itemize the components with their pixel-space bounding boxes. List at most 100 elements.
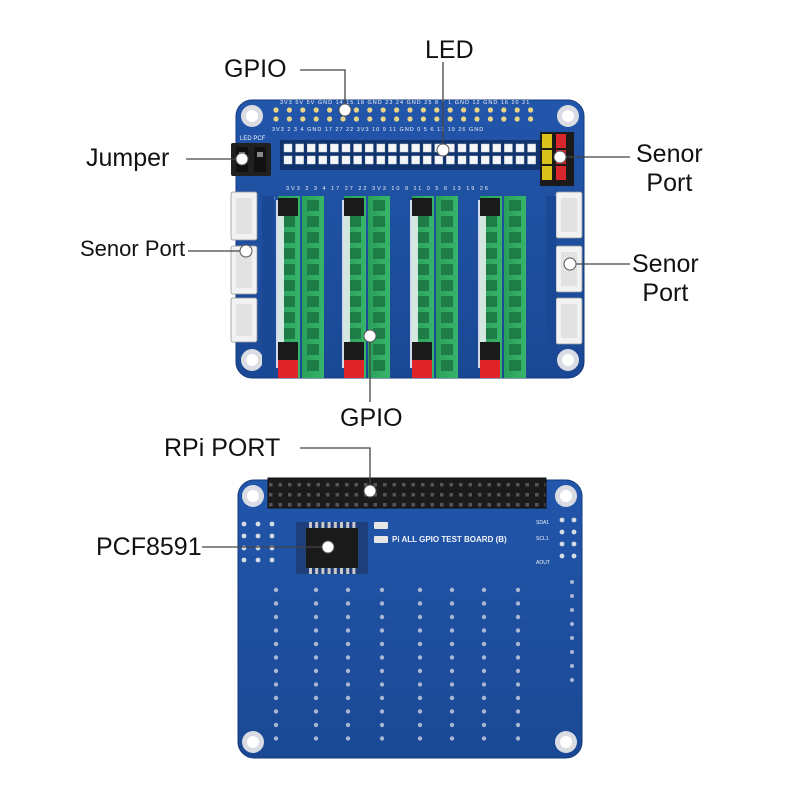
solder-pad (345, 614, 351, 620)
terminal-screw (417, 264, 429, 275)
led (399, 155, 409, 165)
bottom-board-pcb (237, 479, 583, 759)
gpio-hole (367, 107, 373, 113)
terminal-screw (417, 312, 429, 323)
solder-pad (417, 682, 423, 687)
solder-pad (313, 655, 319, 660)
led (527, 143, 536, 153)
terminal-screw (373, 296, 385, 307)
svg-text:SCL1: SCL1 (536, 536, 549, 542)
mounting-hole (555, 731, 577, 753)
callout-dot (235, 152, 249, 166)
gpio-hole (380, 116, 386, 122)
solder-pad (345, 709, 351, 714)
led (341, 155, 351, 165)
terminal-screw (373, 264, 385, 275)
terminal-screw (417, 232, 429, 243)
solder-pad (417, 668, 423, 674)
rpi-port-header[interactable] (267, 477, 547, 509)
terminal-screw (307, 360, 319, 371)
gpio-hole (420, 116, 426, 122)
led (504, 155, 513, 165)
gpio-hole (327, 116, 333, 122)
gpio-hole (407, 116, 413, 122)
led-row-labels: 3V3 2 3 4 17 27 22 3V3 10 9 11 0 5 6 13 … (286, 186, 490, 192)
solder-pad (449, 628, 455, 633)
led (446, 155, 455, 165)
terminal-screw (349, 232, 361, 243)
solder-pad (481, 614, 487, 620)
terminal-screw (441, 296, 453, 307)
gpio-hole (407, 107, 413, 113)
solder-pad (345, 736, 351, 741)
solder-pad (449, 655, 455, 660)
gpio-hole (286, 116, 292, 122)
solder-pad (449, 682, 455, 687)
gpio-hole (300, 107, 306, 113)
led (457, 143, 467, 153)
solder-pad (417, 709, 423, 714)
label-gpio-top: GPIO (224, 55, 287, 83)
solder-pad (481, 709, 487, 714)
led (504, 143, 513, 153)
solder-pad (273, 655, 279, 660)
gpio-hole (420, 107, 426, 113)
terminal-screw (441, 360, 453, 371)
solder-pad (515, 601, 521, 606)
terminal-screw (307, 232, 319, 243)
label-senor-port-left: Senor Port (80, 236, 186, 261)
led (353, 143, 362, 153)
solder-pad (273, 601, 279, 606)
solder-pad (345, 682, 351, 687)
gpio-hole (474, 107, 480, 113)
solder-pad (449, 601, 455, 606)
solder-pad (481, 736, 487, 741)
gpio-hole (273, 107, 279, 113)
solder-pad (313, 736, 319, 741)
mounting-hole (241, 105, 263, 127)
led (422, 143, 432, 153)
solder-pad (449, 722, 455, 728)
led (376, 143, 386, 153)
callout-line-rpi-port (300, 447, 371, 490)
gpio-hole (327, 107, 333, 113)
led (364, 143, 374, 153)
gpio-hole (528, 107, 534, 113)
gpio-hole (514, 116, 520, 122)
terminal-screw (417, 216, 429, 227)
solder-pad (273, 682, 279, 687)
solder-pad (379, 655, 385, 660)
solder-pad (417, 641, 423, 647)
label-senor-port-right-bottom: Senor Port (632, 250, 699, 308)
gpio-hole (353, 116, 359, 122)
solder-pad (379, 641, 385, 647)
terminal-screw (509, 360, 521, 371)
bottom-right-labels: SDA1 SCL1 AOUT (536, 520, 550, 566)
solder-pad (313, 641, 319, 647)
gpio-hole (273, 116, 279, 122)
led (527, 155, 536, 165)
led (376, 155, 386, 165)
terminal-screw (485, 280, 497, 291)
terminal-screw (283, 280, 295, 291)
bottom-board: Pi ALL GPIO TEST BOARD (B) SDA1 SCL1 AOU… (237, 477, 583, 759)
gpio-hole (367, 116, 373, 122)
terminal-screw (307, 264, 319, 275)
solder-pad (417, 736, 423, 741)
terminal-screw (307, 296, 319, 307)
led (295, 143, 304, 153)
led (469, 143, 478, 153)
solder-pad (379, 668, 385, 674)
solder-pad (273, 641, 279, 647)
solder-pad (345, 668, 351, 674)
led (341, 143, 351, 153)
gpio-hole (394, 107, 400, 113)
led (283, 143, 293, 153)
terminal-screw (373, 200, 385, 211)
sensor-port-left[interactable] (230, 191, 258, 343)
top-pin-row-1: 3V3 5V 5V GND 14 15 18 GND 23 24 GND 25 … (280, 100, 530, 106)
solder-pad (481, 722, 487, 728)
led (295, 155, 304, 165)
jumper-header-label: LED PCF (240, 136, 266, 142)
